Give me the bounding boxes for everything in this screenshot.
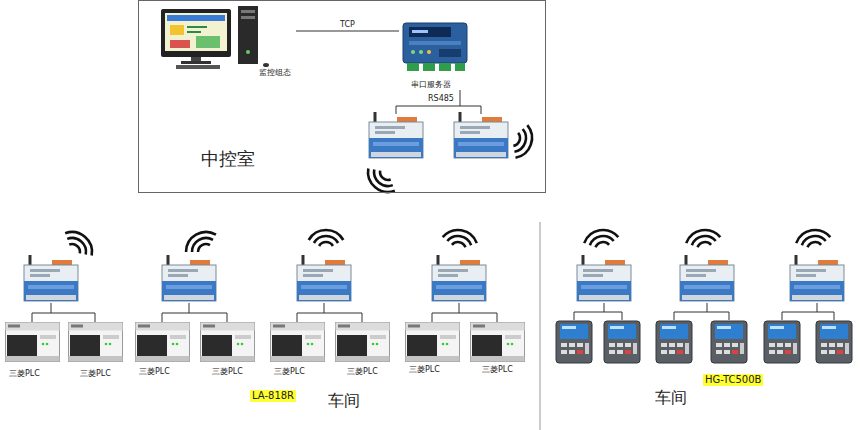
device-label: 三菱PLC — [347, 367, 378, 376]
device-label: 监控组态 — [259, 68, 291, 77]
radio-waves — [61, 226, 831, 260]
area-label: 车间 — [328, 392, 360, 410]
model-tag: HG-TC500B — [703, 374, 763, 386]
plc-unit-icon — [270, 322, 325, 362]
device-label: 三菱PLC — [482, 365, 513, 374]
model-tag: LA-818R — [250, 390, 296, 402]
plc-unit-icon — [68, 322, 123, 362]
field-bus — [32, 303, 834, 322]
plc-unit: 三菱PLC — [68, 322, 128, 380]
area-label: 车间 — [655, 389, 687, 407]
serial-server-icon — [399, 19, 471, 77]
room-title: 中控室 — [201, 149, 255, 170]
plc-unit-icon — [335, 322, 390, 362]
radio-waves — [362, 164, 399, 198]
controller-units — [556, 321, 852, 363]
divider-line — [540, 222, 541, 430]
plc-unit-icon — [5, 322, 60, 362]
monitor-computer: 监控组态 — [156, 4, 296, 82]
plc-unit: 三菱PLC — [135, 322, 195, 380]
plc-unit-icon — [200, 322, 255, 362]
plc-unit-icon — [405, 322, 460, 362]
device-label: 三菱PLC — [212, 367, 243, 376]
plc-unit: 三菱PLC — [270, 322, 330, 380]
bus-label: RS485 — [428, 94, 454, 103]
plc-unit-icon — [135, 322, 190, 362]
plc-unit: 三菱PLC — [5, 322, 65, 380]
plc-unit: 三菱PLC — [335, 322, 395, 380]
device-label: 三菱PLC — [274, 367, 305, 376]
plc-unit: 三菱PLC — [470, 322, 530, 380]
device-label: 三菱PLC — [409, 365, 440, 374]
rs485-bus — [396, 90, 481, 114]
plc-unit: 三菱PLC — [405, 322, 465, 380]
radio-waves — [510, 123, 537, 161]
serial-server: 串口服务器 — [399, 19, 479, 91]
monitor-computer-icon — [156, 4, 296, 70]
edge-label: TCP — [340, 20, 355, 29]
device-label: 三菱PLC — [80, 369, 111, 378]
tcp-link — [296, 31, 399, 32]
wireless-module — [454, 112, 508, 158]
device-label: 串口服务器 — [411, 80, 451, 89]
device-label: 三菱PLC — [9, 369, 40, 378]
plc-unit-icon — [470, 322, 525, 362]
wireless-module — [369, 112, 423, 158]
workshop-modules — [24, 255, 844, 301]
device-label: 三菱PLC — [139, 367, 170, 376]
plc-unit: 三菱PLC — [200, 322, 260, 380]
